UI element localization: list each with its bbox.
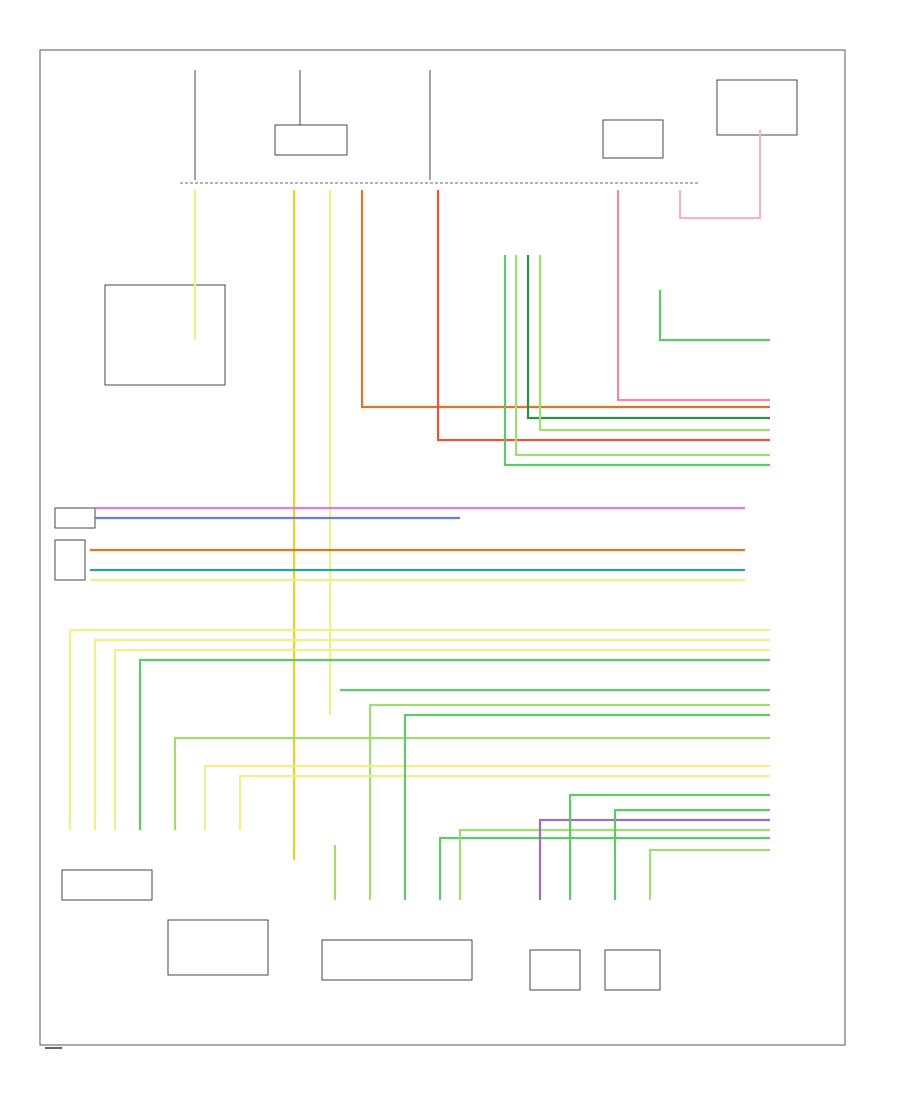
wire-lower-10 [438,836,770,900]
speed-sensor-2 [604,949,661,991]
wire-lower-14 [613,808,770,900]
left-components [54,284,226,581]
bottom-components [61,869,661,991]
wire-lower-9 [238,774,770,830]
wire-lightpink-right [678,130,762,220]
top-components [180,70,798,184]
wire-lower-6 [368,703,770,900]
left-module-box [104,284,226,386]
transmission-switch [321,939,473,981]
relay-block [602,119,664,159]
wire-lower-2 [93,638,770,830]
switch-block [716,79,798,136]
wire-green-d [538,255,770,432]
solenoid-switches [61,869,153,901]
wire-green-c [526,255,770,420]
wire-lower-12 [538,818,770,900]
wire-green-sensor [658,290,770,342]
wire-lower-15 [648,848,770,900]
vertical-wires [193,130,770,860]
wire-lower-3 [113,648,770,830]
wire-lower-1 [68,628,770,830]
wire-lower-16 [403,713,770,900]
diagram-frame [39,49,846,1046]
wire-lower-8 [203,764,770,830]
wire-orange-main [360,190,770,409]
fuse-block-2 [274,70,348,156]
wire-lower-7 [173,736,770,830]
speed-sensor-1 [529,949,581,991]
horizontal-wires [90,506,745,582]
lower-wires [68,628,770,900]
wire-red-main [436,190,770,442]
wire-lower-13 [568,793,770,900]
left-sensor-1 [54,507,96,529]
wire-green-b [514,255,770,457]
wire-pink-right [616,190,770,402]
wire-green-a [503,255,770,467]
wire-lower-4 [138,658,770,830]
left-sensor-2 [54,539,86,581]
shift-switch [167,919,269,976]
